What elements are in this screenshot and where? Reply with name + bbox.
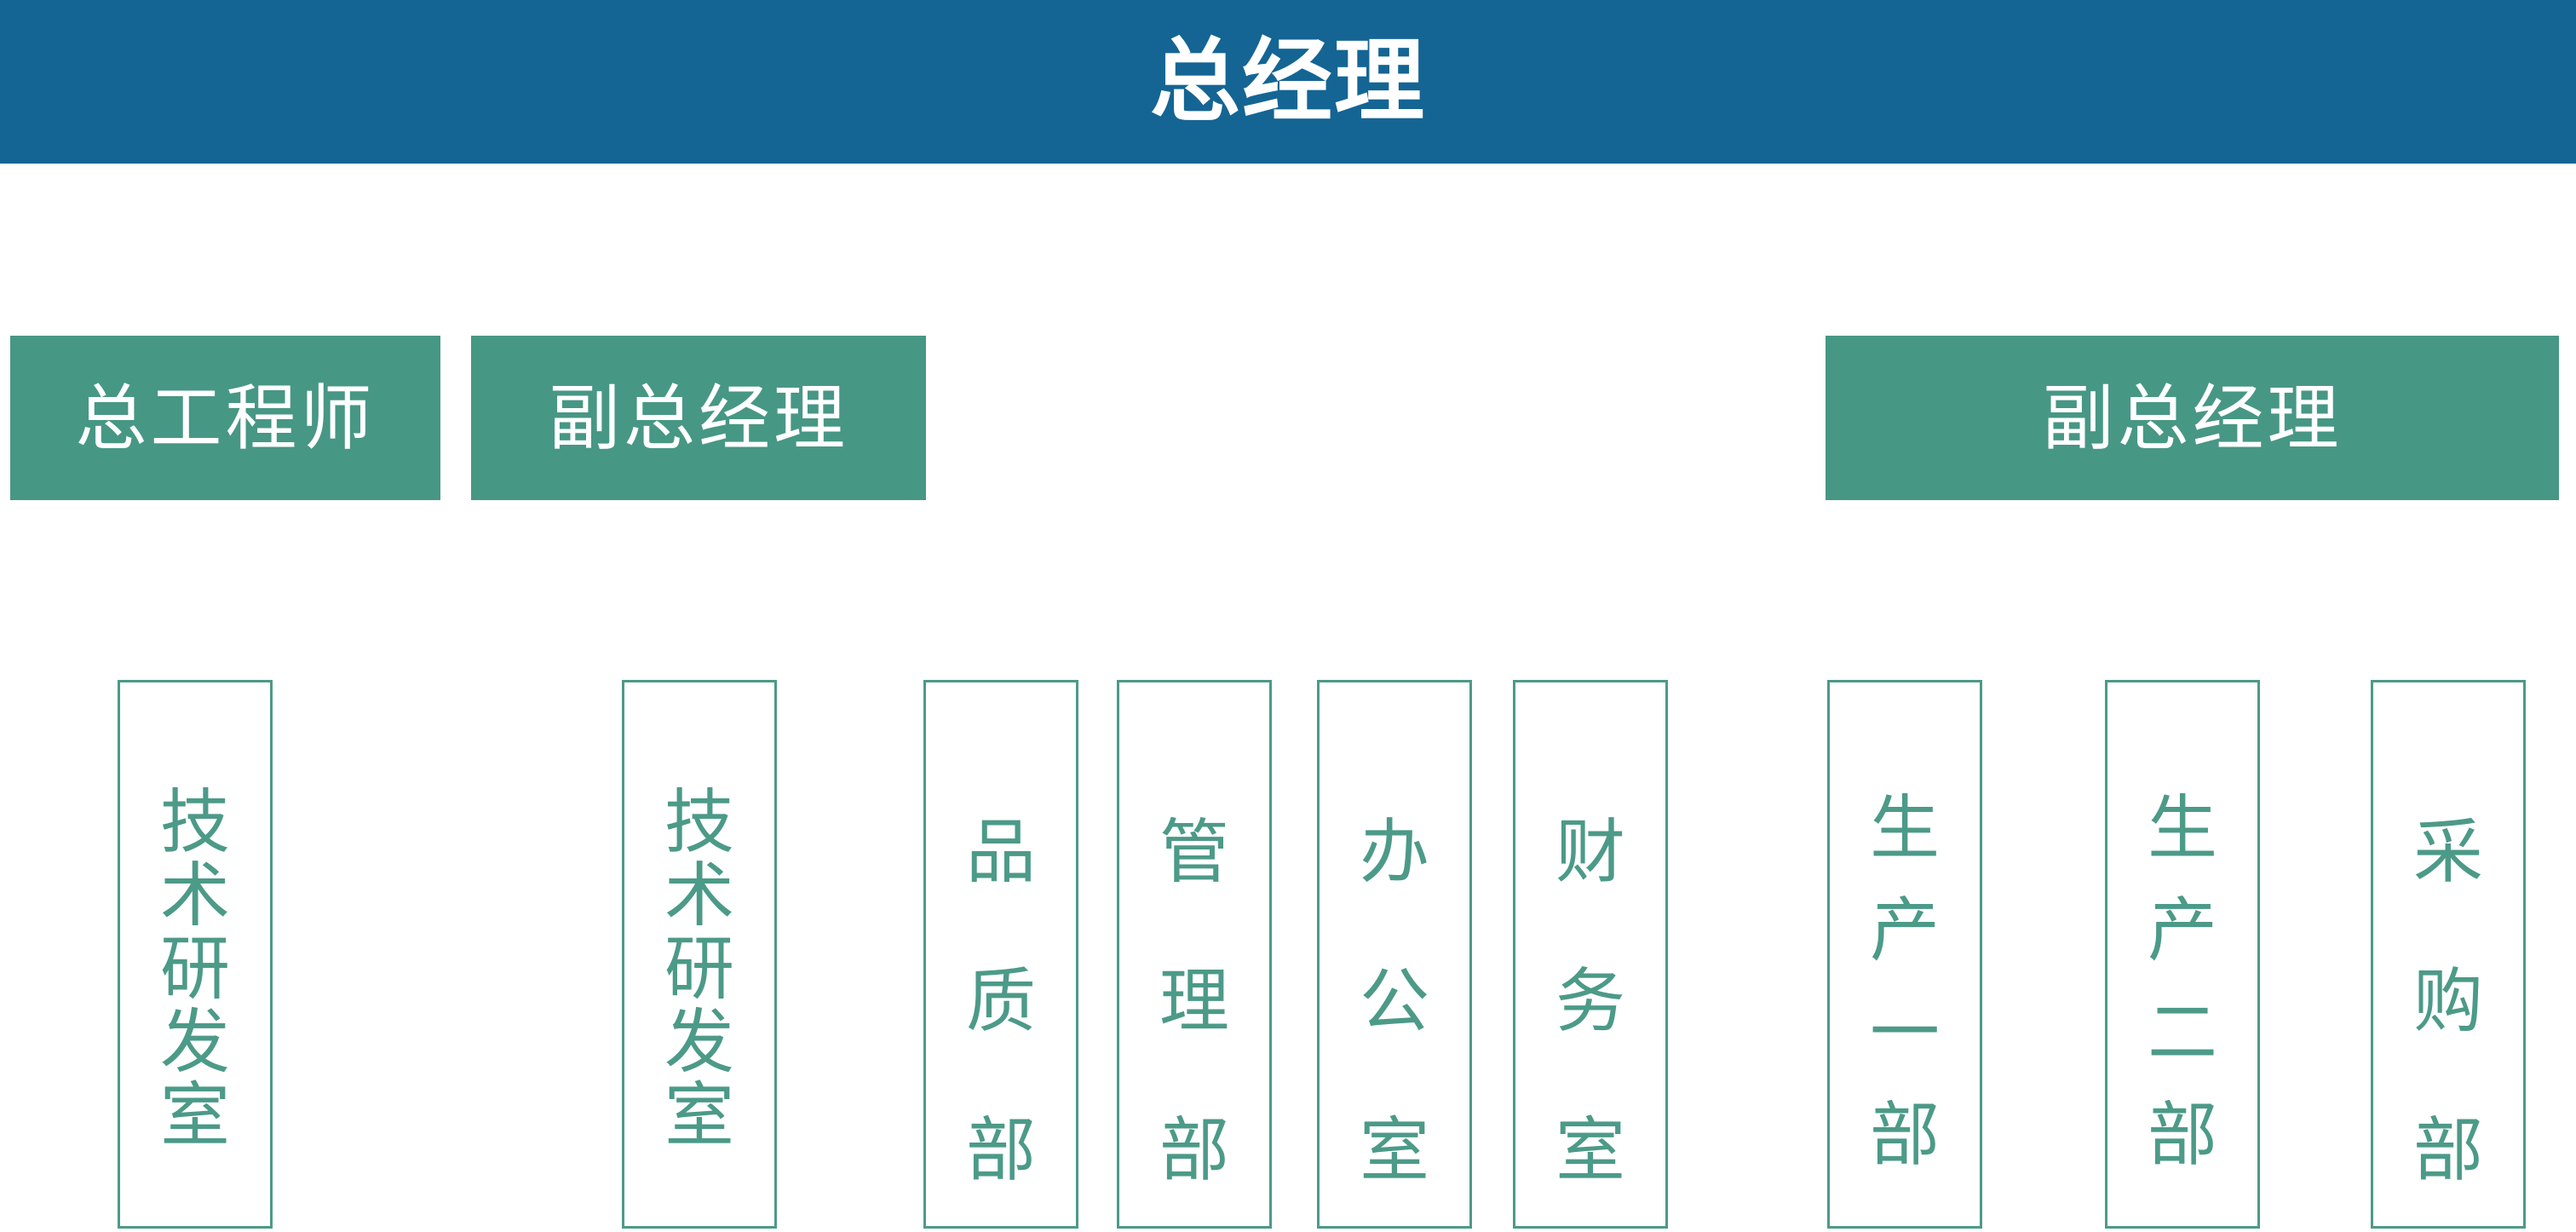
dept-tech-rd-2: 技 术 研 发 室 xyxy=(622,680,777,1229)
dept-finance-label: 财 务 室 xyxy=(1555,812,1625,1191)
chief-engineer-box: 总工程师 xyxy=(10,336,440,500)
dept-production-1: 生 产 一 部 xyxy=(1827,680,1982,1229)
dept-finance: 财 务 室 xyxy=(1513,680,1668,1229)
dept-purchasing: 采 购 部 xyxy=(2371,680,2526,1229)
dept-tech-rd-2-label: 技 术 研 发 室 xyxy=(664,782,734,1156)
dept-office-label: 办 公 室 xyxy=(1359,812,1429,1191)
vice-gm-left-label: 副总经理 xyxy=(548,376,848,460)
dept-production-2-label: 生 产 二 部 xyxy=(2147,788,2217,1176)
dept-quality-label: 品 质 部 xyxy=(965,812,1036,1191)
dept-tech-rd-1: 技 术 研 发 室 xyxy=(118,680,273,1229)
general-manager-banner: 总经理 xyxy=(0,0,2576,164)
dept-production-2: 生 产 二 部 xyxy=(2105,680,2260,1229)
dept-management-label: 管 理 部 xyxy=(1159,812,1229,1191)
vice-gm-right-label: 副总经理 xyxy=(2042,376,2343,460)
dept-production-1-label: 生 产 一 部 xyxy=(1869,788,1940,1176)
vice-gm-right-box: 副总经理 xyxy=(1826,336,2559,500)
general-manager-title: 总经理 xyxy=(1150,29,1426,134)
dept-purchasing-label: 采 购 部 xyxy=(2412,812,2483,1191)
chief-engineer-label: 总工程师 xyxy=(75,376,376,460)
dept-quality: 品 质 部 xyxy=(923,680,1078,1229)
dept-tech-rd-1-label: 技 术 研 发 室 xyxy=(159,782,230,1156)
vice-gm-left-box: 副总经理 xyxy=(471,336,926,500)
dept-management: 管 理 部 xyxy=(1117,680,1272,1229)
dept-office: 办 公 室 xyxy=(1317,680,1472,1229)
